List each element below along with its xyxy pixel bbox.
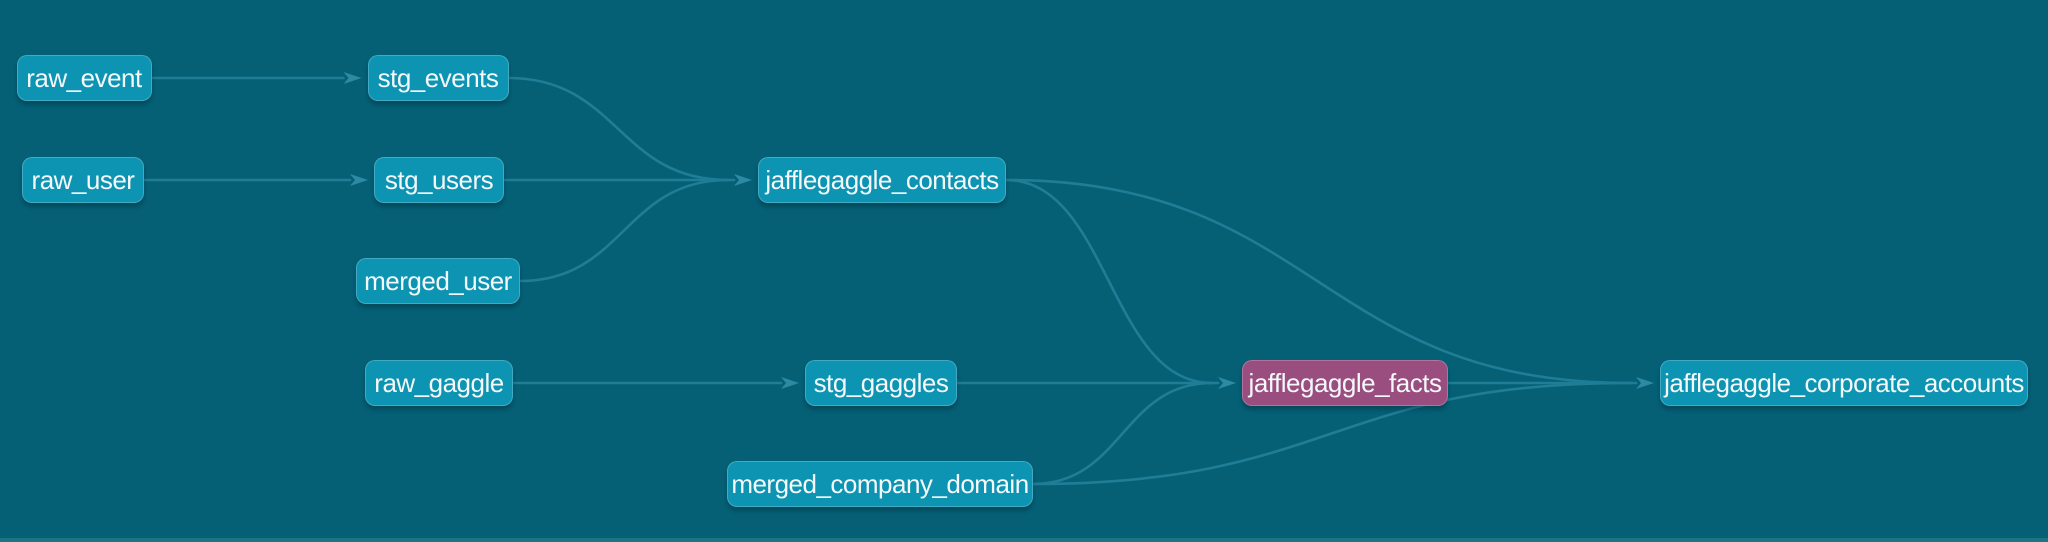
bottom-edge-strip	[0, 538, 2048, 542]
graph-node-raw_user[interactable]: raw_user	[22, 157, 144, 203]
graph-node-raw_gaggle[interactable]: raw_gaggle	[365, 360, 513, 406]
graph-node-stg_users[interactable]: stg_users	[374, 157, 504, 203]
edge-jafflegaggle_contacts-to-jafflegaggle_corporate_accounts	[1004, 178, 1632, 385]
edge-stg_events-to-jafflegaggle_contacts	[507, 76, 730, 182]
graph-node-stg_gaggles[interactable]: stg_gaggles	[805, 360, 957, 406]
graph-node-jafflegaggle_facts[interactable]: jafflegaggle_facts	[1242, 360, 1448, 406]
edge-merged_company_domain-to-jafflegaggle_facts	[1031, 381, 1214, 486]
edge-jafflegaggle_contacts-to-jafflegaggle_facts	[1004, 178, 1214, 385]
edge-merged_user-to-jafflegaggle_contacts	[518, 178, 730, 283]
graph-node-raw_event[interactable]: raw_event	[16, 55, 152, 101]
graph-node-stg_events[interactable]: stg_events	[367, 55, 509, 101]
graph-node-jafflegaggle_corporate_accounts[interactable]: jafflegaggle_corporate_accounts	[1660, 360, 2028, 406]
graph-node-merged_user[interactable]: merged_user	[356, 258, 520, 304]
graph-node-merged_company_domain[interactable]: merged_company_domain	[727, 461, 1033, 507]
graph-node-jafflegaggle_contacts[interactable]: jafflegaggle_contacts	[758, 157, 1006, 203]
